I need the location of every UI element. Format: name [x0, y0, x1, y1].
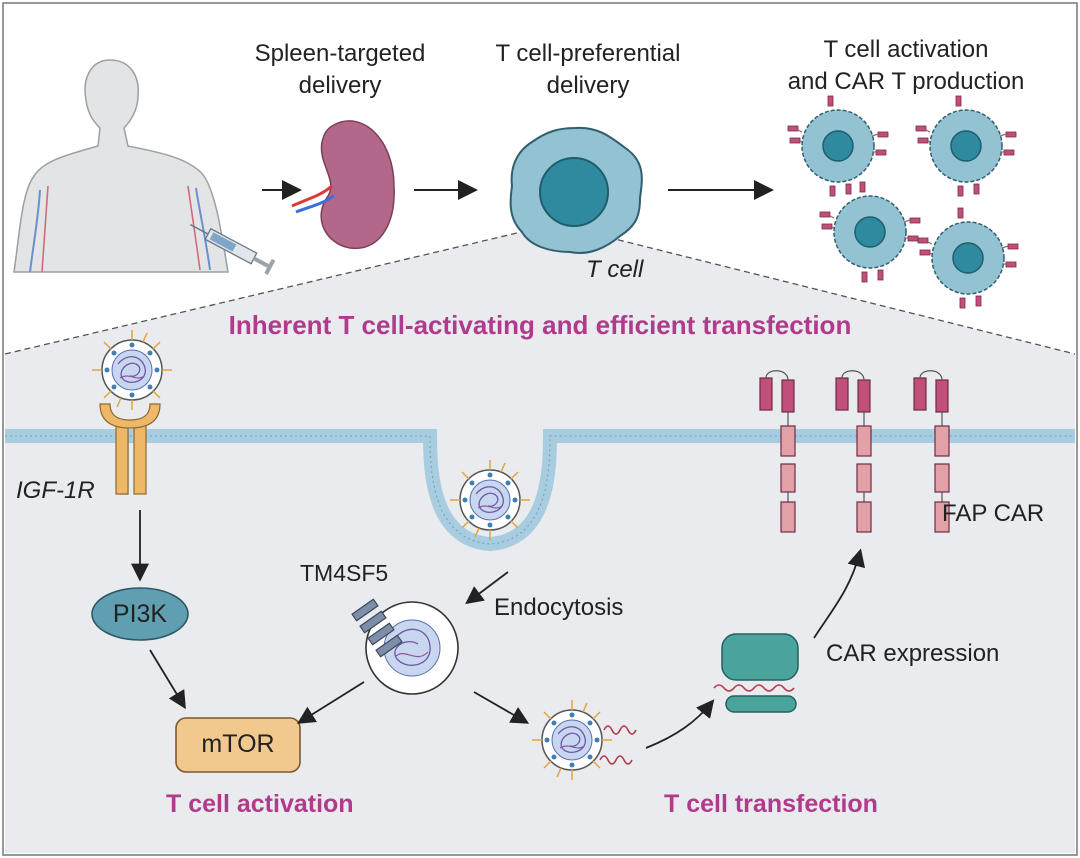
arrow-endosome-mtor	[296, 681, 365, 724]
spleen-icon	[291, 120, 395, 250]
ribosome-icon	[713, 633, 799, 713]
tcell-line2: delivery	[546, 72, 630, 99]
igf1r-receptor	[99, 403, 161, 495]
human-figure	[13, 59, 229, 273]
mtor-node	[175, 717, 301, 773]
car-expression-label: CAR expression	[826, 640, 1000, 667]
step-car-label: T cell activation and CAR T production	[760, 34, 1052, 98]
step-spleen-label: Spleen-targeted delivery	[238, 38, 442, 102]
arrow-translation	[645, 699, 715, 749]
pi3k-node	[91, 587, 189, 641]
arrow-endosome-release	[473, 691, 530, 724]
t-cell-icon	[509, 126, 643, 254]
banner-title: Inherent T cell-activating and efficient…	[228, 310, 852, 340]
tm4sf5-label: TM4SF5	[300, 560, 389, 586]
spleen-line1: Spleen-targeted	[254, 40, 426, 67]
transfection-title: T cell transfection	[664, 790, 878, 818]
arrow-pi3k-mtor	[149, 649, 186, 710]
mechanism-panel	[5, 224, 1075, 853]
pi3k-label: PI3K	[112, 600, 168, 628]
mrna-2	[599, 755, 633, 765]
endocytosis-label: Endocytosis	[494, 594, 624, 621]
car-line1: T cell activation	[823, 36, 989, 63]
nanoparticle-endocytic	[449, 459, 531, 541]
nanoparticle-bound	[91, 329, 173, 411]
car-line2: and CAR T production	[787, 68, 1025, 95]
activation-title: T cell activation	[166, 790, 354, 818]
igf1r-label: IGF-1R	[16, 477, 95, 504]
mrna-1	[603, 725, 637, 735]
arrow-car-expression	[813, 548, 866, 639]
t-cell-label: T cell	[586, 256, 644, 283]
spleen-line2: delivery	[298, 72, 382, 99]
tm4sf5-protein	[351, 598, 403, 658]
arrow-endocytosis	[465, 571, 509, 605]
tcell-line1: T cell-preferential	[495, 40, 681, 67]
step-tcell-label: T cell-preferential delivery	[470, 38, 706, 102]
syringe-icon	[189, 223, 276, 275]
fap-car-label: FAP CAR	[942, 500, 1045, 527]
nanoparticle-release	[531, 699, 613, 781]
mtor-label: mTOR	[201, 730, 275, 758]
